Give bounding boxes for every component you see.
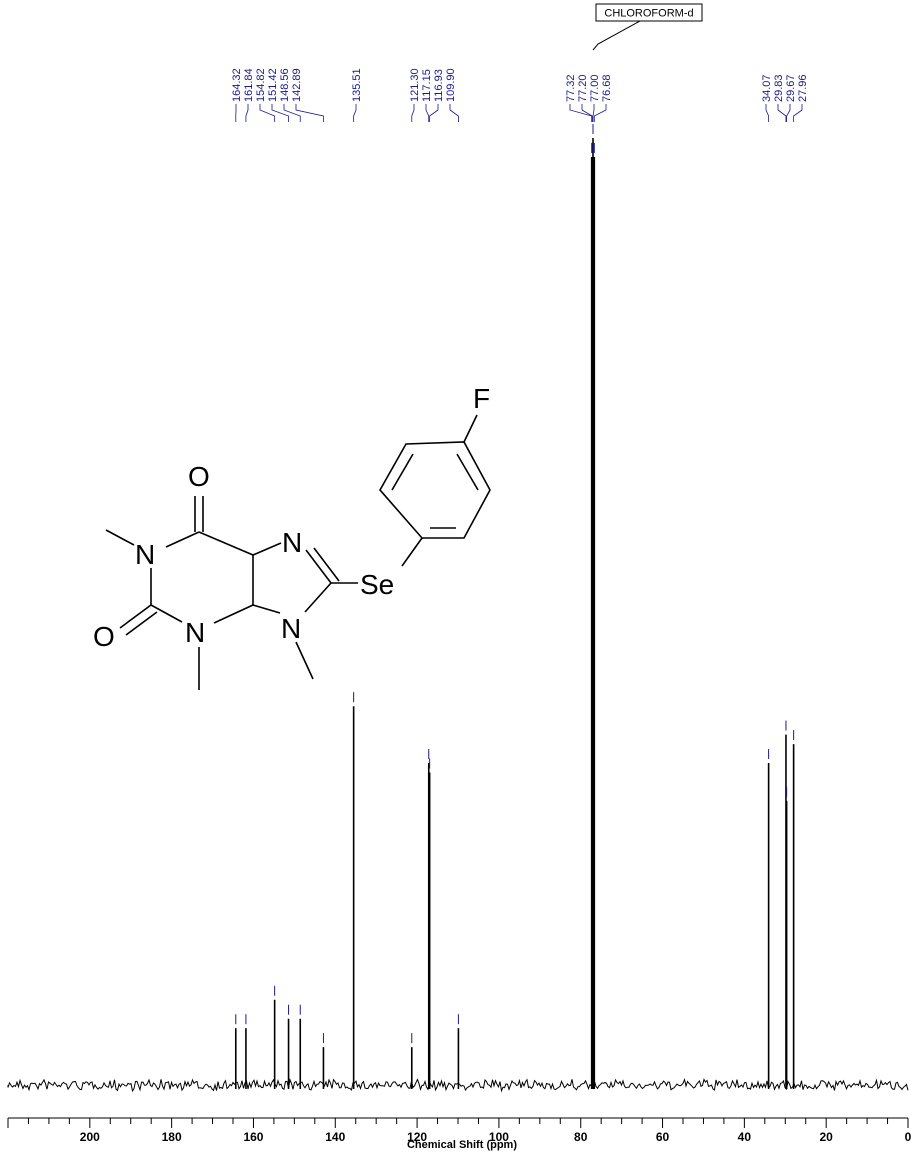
peak-label-connector — [271, 104, 289, 122]
x-axis-tick-label: 100 — [489, 1130, 509, 1144]
atom-label: O — [93, 621, 115, 652]
peak-label-connector — [581, 104, 593, 122]
peak-label-connector — [777, 104, 787, 122]
bond — [305, 549, 332, 584]
spectrum-baseline — [7, 1077, 909, 1093]
bond — [295, 641, 314, 680]
bond — [391, 453, 414, 491]
atom-label: N — [185, 617, 205, 648]
molecule-atoms: O N N O N N Se F — [93, 383, 490, 652]
x-axis-tick-label: 120 — [407, 1130, 427, 1144]
x-axis-tick-label: 20 — [820, 1130, 834, 1144]
bond — [252, 604, 281, 614]
atom-label: N — [135, 539, 155, 570]
peak-label: 151.42 — [267, 68, 279, 102]
solvent-label-box — [595, 3, 703, 22]
peak-label: 148.56 — [279, 68, 291, 102]
peak-label: 76.68 — [601, 74, 613, 102]
x-axis-tick-label: 60 — [656, 1130, 670, 1144]
bond — [105, 529, 135, 546]
peak-label: 154.82 — [255, 68, 267, 102]
bond — [198, 531, 254, 556]
peak-label: 34.07 — [761, 74, 773, 102]
peak-label-connector — [411, 104, 415, 122]
x-axis-tick-label: 40 — [738, 1130, 752, 1144]
bond — [456, 453, 479, 491]
peak-label-connector — [425, 104, 430, 122]
peak-label: 77.00 — [589, 74, 601, 102]
peak-label-connectors — [235, 104, 803, 122]
peak-label-connector — [283, 104, 301, 122]
bond — [304, 582, 332, 613]
peak-label: 135.51 — [351, 68, 363, 102]
peak-label: 109.90 — [445, 68, 457, 102]
peak-label: 116.93 — [433, 69, 445, 102]
solvent-leader-line — [592, 20, 641, 51]
peak-label-connector — [295, 104, 324, 122]
bond — [125, 611, 158, 636]
peak-label-connector — [259, 104, 276, 122]
peak-markers — [235, 124, 795, 1044]
bond — [119, 604, 152, 629]
x-axis-tick-label: 200 — [80, 1130, 100, 1144]
x-axis-tick-label: 80 — [574, 1130, 588, 1144]
atom-label: F — [473, 383, 490, 414]
atom-label: N — [281, 613, 301, 644]
bond — [165, 531, 200, 548]
solvent-annotation: CHLOROFORM-d — [592, 3, 703, 51]
bond — [252, 542, 282, 556]
peak-label: 77.32 — [565, 74, 577, 102]
benzene-ring — [379, 441, 491, 539]
atom-label: O — [188, 461, 210, 492]
bond — [401, 537, 423, 567]
bond — [213, 604, 254, 624]
peak-label: 29.83 — [773, 74, 785, 102]
peak-label-connector — [245, 104, 249, 122]
peak-label-connector — [569, 104, 593, 122]
peak-label-connector — [786, 104, 791, 122]
x-axis-tick-label: 180 — [162, 1130, 182, 1144]
bond — [463, 414, 478, 443]
atom-label: N — [282, 527, 302, 558]
peak-label-connector — [353, 104, 357, 122]
peak-label: 29.67 — [785, 74, 797, 102]
x-axis-tick-label: 0 — [905, 1130, 911, 1144]
peak-label-connector — [765, 104, 770, 122]
peak-label-connector — [593, 104, 607, 122]
spectrum-peaks — [234, 138, 795, 1089]
molecule-structure — [105, 414, 491, 690]
x-axis-label: Chemical Shift (ppm) — [407, 1139, 517, 1151]
peak-label: 117.15 — [421, 69, 433, 102]
bond — [150, 604, 183, 623]
peak-label-connector — [592, 104, 595, 122]
bond — [313, 547, 340, 582]
peak-label: 27.96 — [797, 74, 809, 102]
atom-label: Se — [360, 569, 394, 600]
peak-label-connector — [793, 104, 803, 122]
peak-label: 77.20 — [577, 74, 589, 102]
peak-label: 142.89 — [291, 68, 303, 102]
x-axis-tick-label: 160 — [243, 1130, 263, 1144]
peak-label-connector — [449, 104, 459, 122]
peak-label: 121.30 — [409, 68, 421, 102]
peak-label: 164.32 — [231, 68, 243, 102]
peak-label: 161.84 — [243, 68, 255, 102]
solvent-label: CHLOROFORM-d — [604, 8, 693, 20]
peak-label-connector — [429, 104, 439, 122]
x-axis-tick-label: 140 — [325, 1130, 345, 1144]
